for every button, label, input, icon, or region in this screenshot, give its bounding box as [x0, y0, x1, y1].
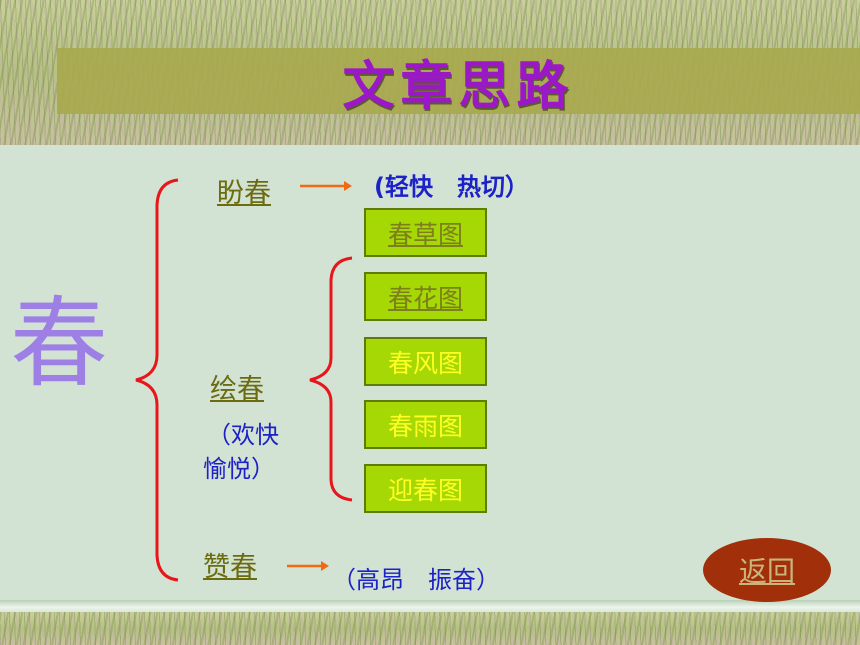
spring-character: 春	[10, 287, 109, 401]
title-band	[57, 48, 860, 114]
grass-background-bottom	[0, 612, 860, 645]
pan-chun-note: (轻快 热切）	[374, 173, 529, 201]
hui-chun-note-line2: 愉悦）	[203, 455, 275, 483]
main-brace	[135, 178, 179, 582]
hui-chun-note-line1: （欢快	[207, 421, 279, 449]
hui-chun-link[interactable]: 绘春	[210, 374, 264, 405]
spring-flower-button[interactable]: 春花图	[364, 272, 487, 321]
spring-wind-button[interactable]: 春风图	[364, 337, 487, 386]
zan-chun-note: （高昂 振奋）	[332, 566, 500, 594]
sub-brace	[309, 256, 353, 502]
welcome-spring-button[interactable]: 迎春图	[364, 464, 487, 513]
spring-grass-button[interactable]: 春草图	[364, 208, 487, 257]
divider	[0, 600, 860, 612]
spring-rain-button[interactable]: 春雨图	[364, 400, 487, 449]
page-title: 文章思路	[342, 55, 575, 117]
arrow-icon-zan	[287, 561, 329, 571]
back-button[interactable]: 返回	[703, 538, 831, 602]
pan-chun-link[interactable]: 盼春	[217, 178, 271, 209]
zan-chun-link[interactable]: 赞春	[203, 552, 257, 583]
arrow-icon-pan	[300, 181, 352, 191]
